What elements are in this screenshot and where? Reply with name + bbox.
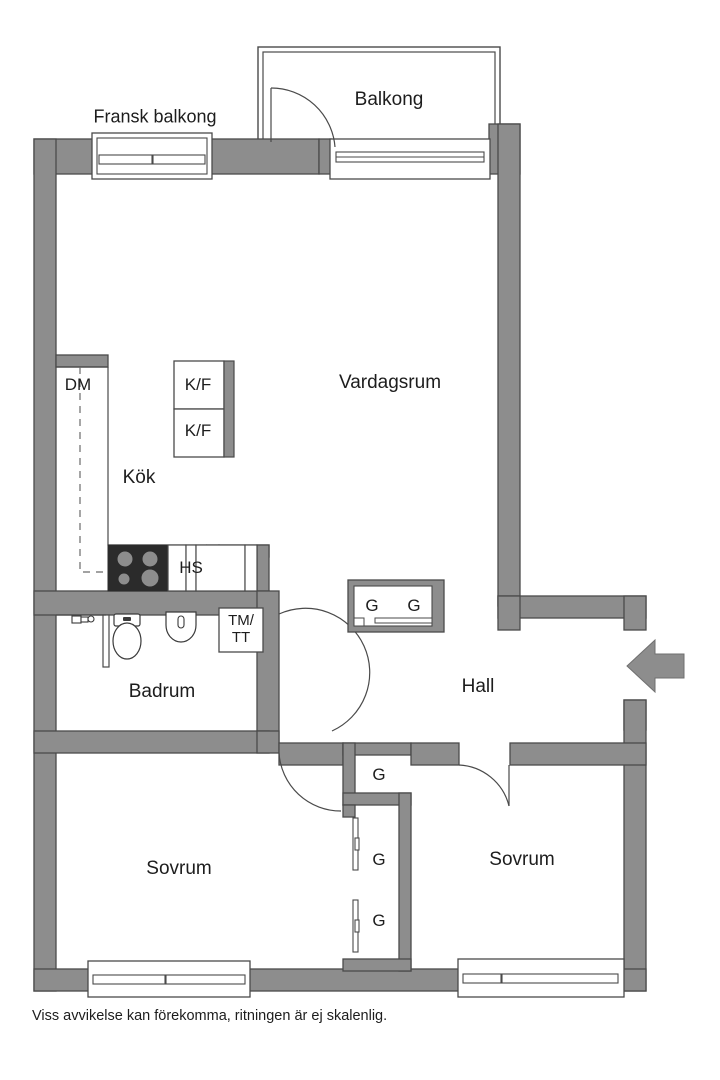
tm-tt-box	[218, 607, 264, 653]
badrum-fixtures	[56, 607, 264, 668]
spis-stove	[107, 544, 169, 592]
fonster-sovrum-hoger	[457, 958, 625, 998]
garderob-mitt-dorrar	[352, 817, 360, 953]
disclaimer-caption: Viss avvikelse kan förekomma, ritningen …	[32, 1008, 388, 1024]
entre-pil-icon	[626, 638, 685, 694]
dusch-blandare-icon	[71, 615, 95, 624]
toalett-icon	[112, 613, 142, 660]
walls	[33, 123, 647, 992]
garderob-hall	[347, 579, 445, 633]
kyl-frys-cabinets	[173, 360, 235, 458]
fonster-balkongdorr	[329, 138, 491, 180]
fonster-fransk-balkong	[91, 132, 213, 180]
kitchen-counter-units	[167, 544, 258, 592]
doors	[270, 87, 510, 812]
fonster-sovrum-vanster	[87, 960, 251, 998]
balcony-outline	[257, 46, 501, 149]
handfat-icon	[165, 611, 197, 643]
